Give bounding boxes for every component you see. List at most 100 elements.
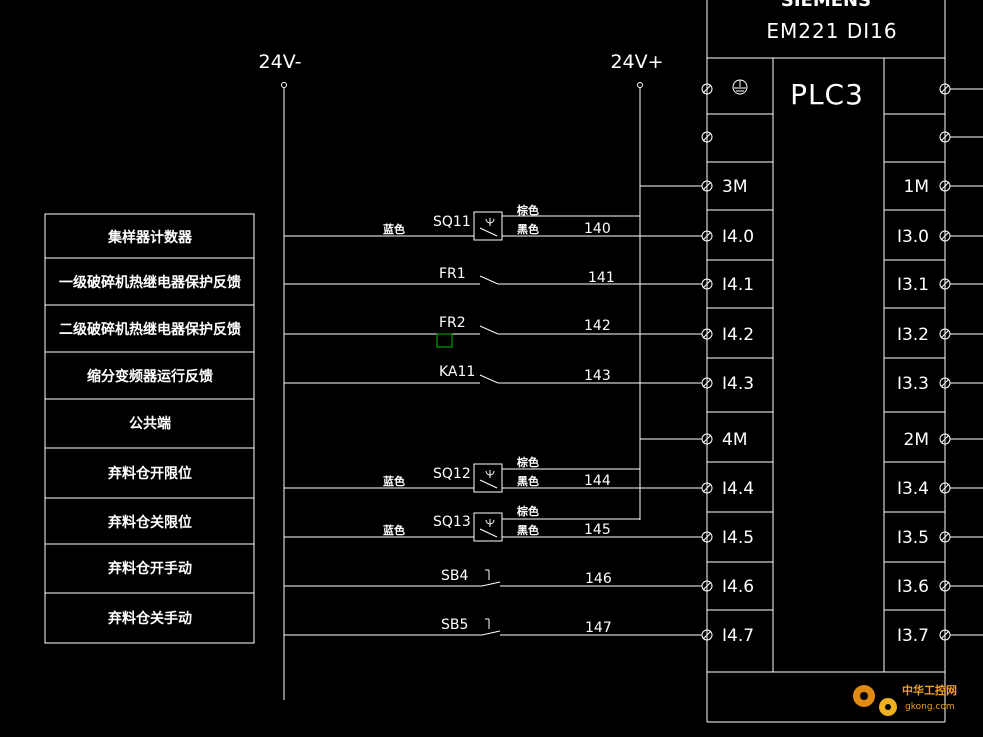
- device-label: SQ11: [433, 214, 471, 230]
- plc-name: PLC3: [790, 78, 864, 111]
- selection-marker: [436, 333, 453, 348]
- plc-model: EM221 DI16: [766, 19, 897, 43]
- wire-color-label: 黑色: [517, 222, 539, 236]
- watermark: 中华工控网 gkong.com: [853, 683, 957, 716]
- right-terminal-label: I3.5: [897, 528, 929, 548]
- input-circuit-i4-0: 蓝色 SQ11 棕色 黑色 140 I4.0: [284, 203, 754, 247]
- wire-color-label: 蓝色: [383, 222, 405, 236]
- legend-item: 缩分变频器运行反馈: [87, 368, 213, 385]
- proximity-sensor-icon: [473, 211, 503, 241]
- right-terminal-label: I3.6: [897, 577, 929, 597]
- wire-color-label: 黑色: [517, 523, 539, 537]
- legend-item: 弃料仓开手动: [107, 560, 192, 577]
- wire-number: 142: [584, 318, 611, 334]
- wire-color-label: 蓝色: [383, 474, 405, 488]
- terminal-screw-icon: [939, 482, 983, 494]
- right-terminal-label: I3.4: [897, 479, 929, 499]
- legend-item: 公共端: [129, 415, 171, 432]
- terminal-screw-icon: [939, 377, 983, 389]
- no-contact-icon: [479, 374, 499, 384]
- proximity-sensor-icon: [473, 463, 503, 493]
- wire-number: 147: [585, 620, 612, 636]
- input-circuit-i4-1: FR1 141 I4.1: [284, 266, 754, 295]
- wire-color-label: 棕色: [516, 203, 539, 217]
- terminal-screw-icon: [701, 131, 713, 143]
- terminal-screw-icon: [701, 482, 713, 494]
- legend-item: 二级破碎机热继电器保护反馈: [59, 321, 241, 338]
- terminal-label: I4.7: [722, 626, 754, 646]
- input-circuit-i4-6: SB4 146 I4.6: [284, 568, 754, 597]
- legend-item: 弃料仓关限位: [107, 514, 192, 531]
- terminal-label: I4.2: [722, 325, 754, 345]
- terminal-screw-icon: [939, 433, 983, 445]
- power-rails: 24V- 24V+: [259, 51, 664, 700]
- terminal-screw-icon: [939, 580, 983, 592]
- device-label: SQ13: [433, 514, 471, 530]
- terminal-label: I4.5: [722, 528, 754, 548]
- right-terminal-label: I3.0: [897, 227, 929, 247]
- terminal-screw-icon: [701, 180, 713, 192]
- terminal-label: I4.0: [722, 227, 754, 247]
- plc-module: SIEMENS EM221 DI16 PLC3: [701, 0, 983, 723]
- terminal-screw-icon: [701, 230, 713, 242]
- watermark-url: gkong.com: [905, 702, 955, 712]
- rail-positive-terminal: [637, 82, 643, 88]
- terminal-label: I4.3: [722, 374, 754, 394]
- terminal-screw-icon: [701, 328, 713, 340]
- right-terminal-label: I3.1: [897, 275, 929, 295]
- right-terminals: 1M I3.0 I3.1 I3.2 I3.3 2M I3.4 I3.5 I3.6…: [897, 177, 983, 646]
- terminal-screw-icon: [939, 278, 983, 290]
- input-circuit-i4-2: FR2 142 I4.2: [284, 315, 754, 348]
- watermark-text: 中华工控网: [902, 683, 957, 697]
- device-label: KA11: [439, 364, 475, 380]
- terminal-screw-icon: [701, 83, 713, 95]
- terminal-screw-icon: [701, 629, 713, 641]
- plc-brand: SIEMENS: [781, 0, 871, 11]
- right-terminal-label: I3.3: [897, 374, 929, 394]
- pushbutton-icon: [481, 618, 501, 636]
- terminal-label: I4.6: [722, 577, 754, 597]
- nc-contact-icon: [479, 275, 499, 285]
- wire-color-label: 黑色: [517, 474, 539, 488]
- legend-item: 集样器计数器: [107, 229, 193, 246]
- wire-color-label: 棕色: [516, 455, 539, 469]
- terminal-screw-icon: [701, 580, 713, 592]
- terminal-screw-icon: [701, 278, 713, 290]
- terminal-label: I4.1: [722, 275, 754, 295]
- proximity-sensor-icon: [473, 512, 503, 542]
- terminal-screw-icon: [939, 131, 983, 143]
- input-circuit-i4-7: SB5 147 I4.7: [284, 617, 754, 646]
- input-circuit-i4-5: 蓝色 SQ13 棕色 黑色 145 I4.5: [284, 504, 754, 548]
- terminal-screw-icon: [939, 531, 983, 543]
- legend-item: 弃料仓关手动: [107, 610, 192, 627]
- common-terminal-label: 4M: [722, 430, 747, 450]
- legend-table: 集样器计数器 一级破碎机热继电器保护反馈 二级破碎机热继电器保护反馈 缩分变频器…: [44, 213, 255, 644]
- rail-negative-terminal: [281, 82, 287, 88]
- wire-number: 143: [584, 368, 611, 384]
- device-label: FR1: [439, 266, 466, 282]
- input-circuit-i4-3: KA11 143 I4.3: [284, 364, 754, 394]
- gear-icon: [853, 685, 897, 716]
- wire-number: 146: [585, 571, 612, 587]
- input-circuit-i4-4: 蓝色 SQ12 棕色 黑色 144 I4.4: [284, 455, 754, 499]
- wire-number: 140: [584, 221, 611, 237]
- common-terminal-label: 3M: [722, 177, 747, 197]
- terminal-screw-icon: [701, 377, 713, 389]
- terminal-screw-icon: [939, 629, 983, 641]
- pushbutton-icon: [481, 569, 501, 587]
- device-label: FR2: [439, 315, 466, 331]
- rail-positive-label: 24V+: [610, 51, 663, 73]
- terminal-screw-icon: [939, 230, 983, 242]
- wire-number: 145: [584, 522, 611, 538]
- wire-number: 141: [588, 270, 615, 286]
- legend-item: 一级破碎机热继电器保护反馈: [59, 274, 241, 291]
- right-terminal-label: 2M: [904, 430, 929, 450]
- device-label: SB5: [441, 617, 468, 633]
- wire-color-label: 棕色: [516, 504, 539, 518]
- terminal-screw-icon: [939, 328, 983, 340]
- terminal-screw-icon: [701, 433, 713, 445]
- device-label: SB4: [441, 568, 468, 584]
- wire-color-label: 蓝色: [383, 523, 405, 537]
- wire-number: 144: [584, 473, 611, 489]
- terminal-screw-icon: [939, 83, 983, 95]
